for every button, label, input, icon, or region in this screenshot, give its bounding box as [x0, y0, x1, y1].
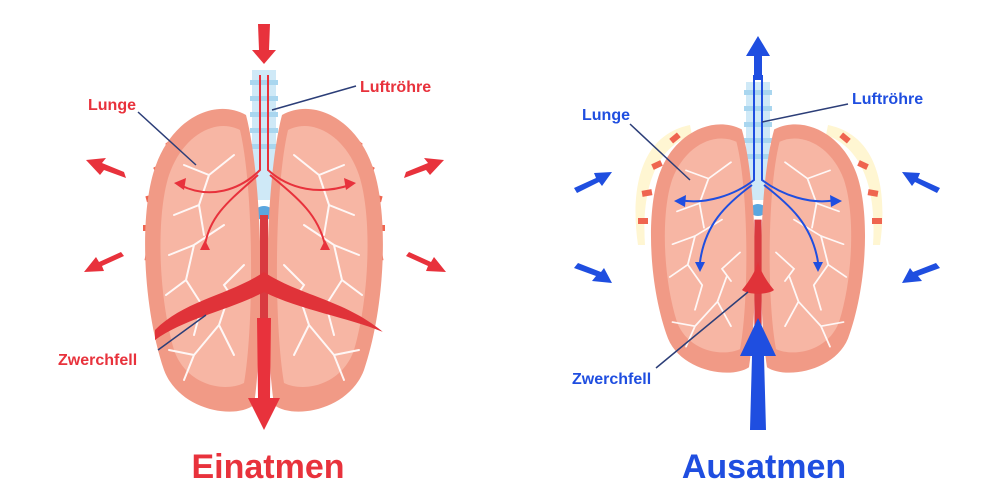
exhale-arrow-ul [574, 172, 612, 193]
exhale-label-zwerchfell: Zwerchfell [572, 371, 651, 388]
inhale-leader-lines [137, 85, 357, 351]
exhale-diaphragm [742, 262, 774, 294]
inhale-label-luftroehre: Luftröhre [360, 79, 431, 96]
inhale-arrows [84, 24, 446, 430]
inhale-airway-lines [179, 75, 351, 246]
exhale-arrow-bottom [740, 318, 776, 430]
inhale-title: Einatmen [191, 448, 344, 486]
exhale-airway-lines [679, 75, 837, 263]
exhale-ribcage-right [826, 125, 883, 245]
inhale-airway-arrowheads [174, 178, 356, 250]
exhale-arrow-lr [902, 263, 940, 283]
inhale-label-lunge: Lunge [88, 97, 136, 114]
inhale-arrow-ur [404, 158, 444, 178]
exhale-ribcage [635, 125, 692, 245]
inhale-lungs [145, 108, 383, 412]
inhale-arrow-lr [406, 252, 446, 272]
inhale-arrow-ll [84, 252, 124, 272]
exhale-arrow-ur [902, 172, 940, 193]
inhale-arrow-bottom [248, 318, 280, 430]
exhale-leader-lines [629, 103, 849, 369]
exhale-label-lunge: Lunge [582, 107, 630, 124]
inhale-diaphragm [155, 272, 383, 340]
exhale-airway-arrowheads [674, 195, 842, 272]
exhale-rib-ticks [638, 132, 882, 224]
inhale-label-zwerchfell: Zwerchfell [58, 352, 137, 369]
inhale-panel: Lunge Luftröhre Zwerchfell Einatmen [58, 24, 446, 486]
exhale-title: Ausatmen [682, 448, 846, 486]
exhale-label-luftroehre: Luftröhre [852, 91, 923, 108]
inhale-arrow-top [252, 24, 276, 64]
exhale-arrow-ll [574, 263, 612, 283]
exhale-arrow-top [746, 36, 770, 80]
inhale-arrow-ul [86, 158, 126, 178]
exhale-arrows [574, 36, 940, 430]
exhale-panel: Lunge Luftröhre Zwerchfell Ausatmen [572, 36, 940, 486]
